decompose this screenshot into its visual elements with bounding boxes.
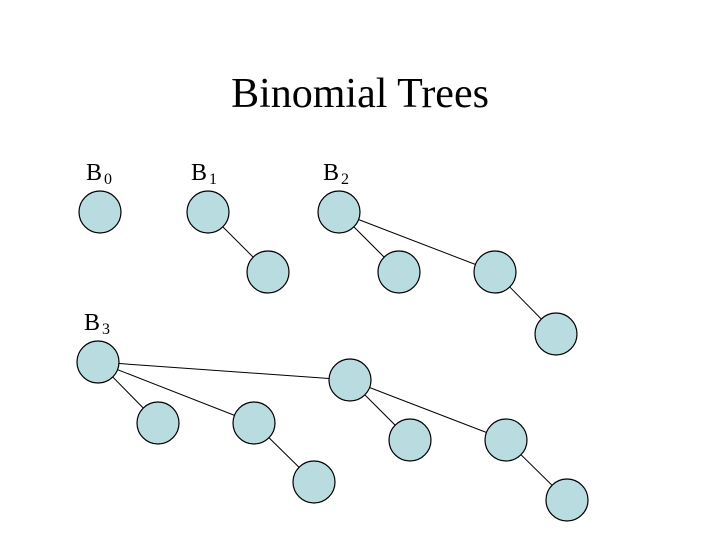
b3-grandchild-c-node	[484, 418, 528, 462]
b2-child2-node	[473, 250, 517, 294]
b2-root-node	[317, 190, 361, 234]
b2-grandchild-node	[534, 312, 578, 356]
edge-b2-root-child2	[338, 211, 496, 273]
b1-child-node	[246, 250, 290, 294]
tree-label-b1-sub: 1	[209, 171, 218, 188]
nodes	[76, 190, 589, 522]
tree-label-b1-base: B	[191, 160, 208, 186]
b3-child2-node	[232, 401, 276, 445]
tree-label-b0-base: B	[86, 160, 103, 186]
b3-leaf-node	[545, 478, 589, 522]
b2-child1-node	[377, 250, 421, 294]
page-title: Binomial Trees	[231, 71, 489, 117]
tree-label-b3-sub: 3	[102, 321, 111, 338]
edge-b3-child3-grandchild2	[349, 379, 507, 441]
b3-child1-node	[136, 401, 180, 445]
b3-grandchild-b-node	[388, 418, 432, 462]
b3-root-node	[76, 340, 120, 384]
b1-root-node	[186, 190, 230, 234]
tree-label-b0-sub: 0	[104, 171, 113, 188]
tree-label-b3-base: B	[84, 310, 101, 336]
tree-label-b2-sub: 2	[341, 171, 350, 188]
edge-b3-root-child2	[97, 361, 255, 424]
b0-root-node	[78, 190, 122, 234]
b3-grandchild-a-node	[292, 460, 336, 504]
edge-b3-root-child3	[97, 361, 351, 381]
tree-label-b2-base: B	[323, 160, 340, 186]
b3-child3-node	[328, 358, 372, 402]
